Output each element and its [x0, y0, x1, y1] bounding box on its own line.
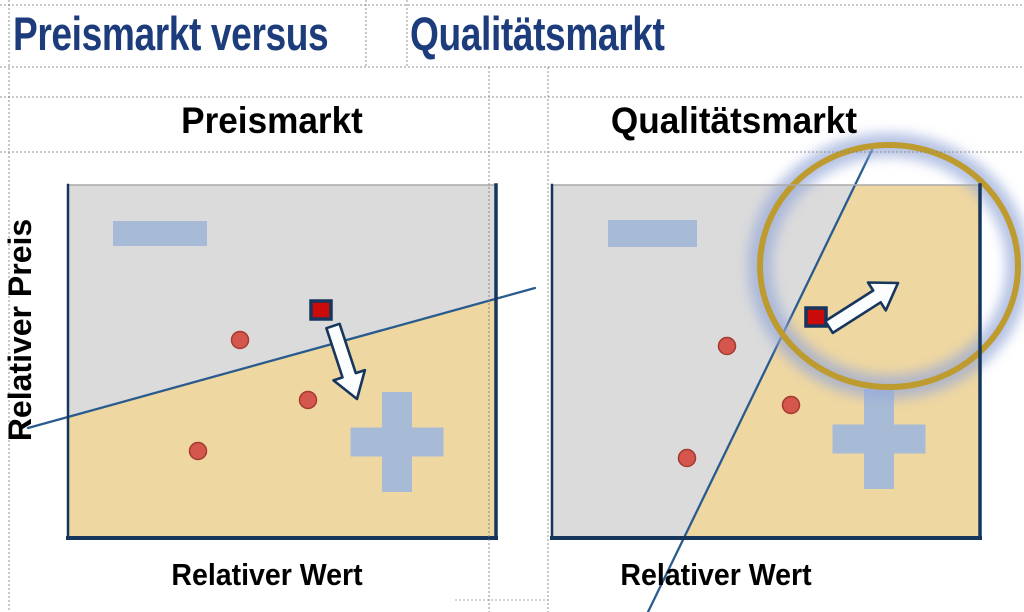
competitor-dot [677, 448, 697, 468]
trajectory-arrow-icon [325, 322, 367, 401]
plus-shape-icon [832, 389, 926, 489]
competitor-dot [188, 441, 208, 461]
minus-shape-icon [608, 220, 697, 247]
x-axis-label-left: Relativer Wert [171, 557, 363, 592]
highlight-circle-icon [757, 142, 1021, 390]
own-position-marker [804, 306, 828, 328]
y-axis-label-left: Relativer Preis [2, 218, 39, 442]
panel-title-qualitaetsmarkt: Qualitätsmarkt [610, 100, 858, 141]
slide-title-part1: Preismarkt versus [13, 7, 329, 60]
plus-shape-icon [350, 392, 444, 492]
own-position-marker [309, 299, 333, 321]
competitor-dot [717, 336, 737, 356]
competitor-dot [781, 395, 801, 415]
slide-title-part2: Qualitätsmarkt [410, 7, 665, 60]
trajectory-arrow-icon [823, 281, 900, 335]
divider-line [26, 286, 537, 430]
panel-title-preismarkt: Preismarkt [181, 100, 363, 141]
competitor-dot [298, 390, 318, 410]
competitor-dot [230, 330, 250, 350]
divider-line [646, 148, 874, 612]
minus-shape-icon [113, 221, 207, 246]
x-axis-label-right: Relativer Wert [620, 557, 812, 592]
